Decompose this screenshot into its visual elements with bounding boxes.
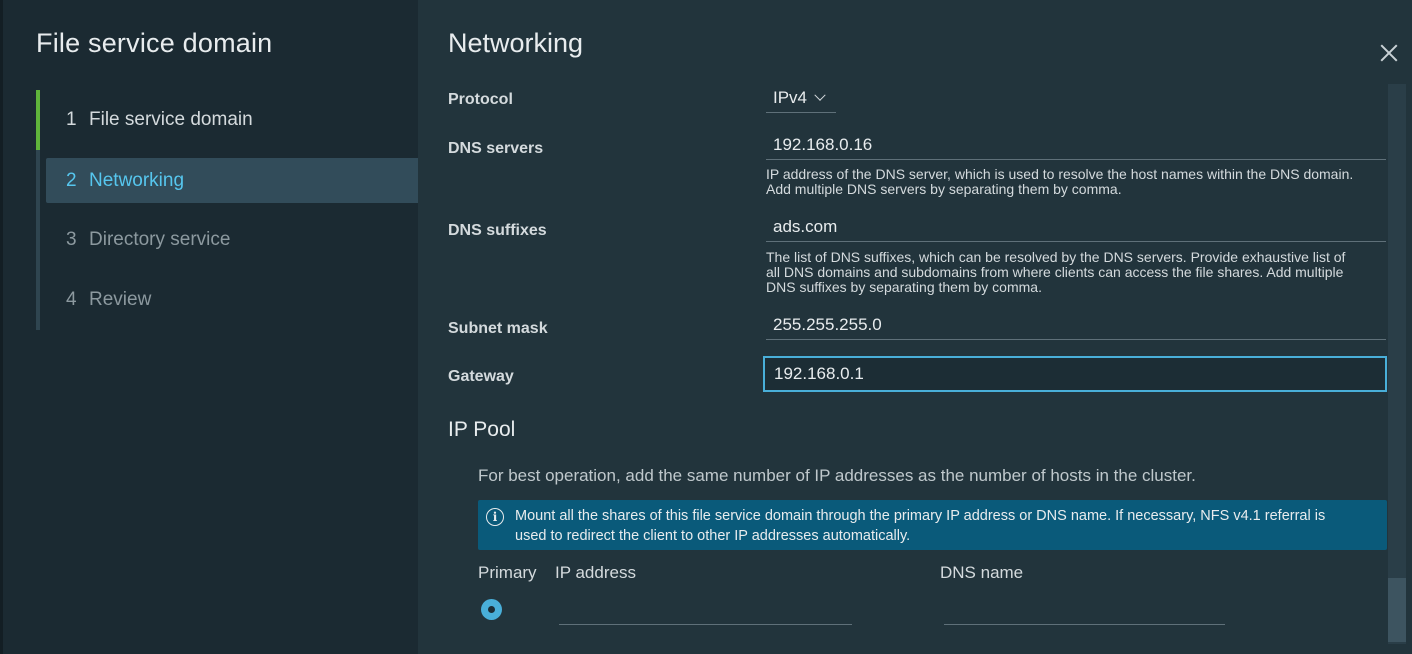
chevron-down-icon xyxy=(814,89,826,101)
ip-pool-title: IP Pool xyxy=(448,418,516,441)
dns-suffixes-helper-line: DNS suffixes by separating them by comma… xyxy=(766,279,1042,295)
column-header-dns-name: DNS name xyxy=(940,563,1024,582)
ip-pool-intro: For best operation, add the same number … xyxy=(478,466,1196,485)
protocol-label: Protocol xyxy=(448,91,513,108)
steps-track xyxy=(36,90,40,330)
sidebar-edge xyxy=(0,0,3,654)
alert-text-line: Mount all the shares of this file servic… xyxy=(515,508,1326,524)
column-header-ip-address: IP address xyxy=(555,563,636,582)
scrollbar-thumb[interactable] xyxy=(1388,578,1406,642)
step-number: 4 xyxy=(66,288,77,310)
subnet-mask-input[interactable] xyxy=(766,310,1386,340)
alert-text: Mount all the shares of this file servic… xyxy=(515,506,1325,546)
step-label: Networking xyxy=(89,169,185,191)
column-header-primary: Primary xyxy=(478,563,537,582)
dns-name-input[interactable] xyxy=(944,596,1225,625)
dns-suffixes-label: DNS suffixes xyxy=(448,222,547,239)
ip-address-input[interactable] xyxy=(559,596,852,625)
protocol-select[interactable]: IPv4 xyxy=(766,84,836,113)
step-networking[interactable]: 2 Networking xyxy=(46,158,418,203)
protocol-value: IPv4 xyxy=(773,88,808,107)
step-number: 3 xyxy=(66,228,77,250)
step-number: 1 xyxy=(66,108,77,130)
wizard-title: File service domain xyxy=(36,28,273,58)
step-label: File service domain xyxy=(89,108,253,130)
gateway-label: Gateway xyxy=(448,368,514,385)
gateway-input[interactable] xyxy=(763,356,1387,392)
step-label: Review xyxy=(89,288,152,310)
page-title: Networking xyxy=(448,28,584,58)
wizard-sidebar: File service domain 1 File service domai… xyxy=(0,0,418,654)
step-label: Directory service xyxy=(89,228,231,250)
dns-servers-input[interactable] xyxy=(766,130,1386,160)
dns-servers-helper-line: Add multiple DNS servers by separating t… xyxy=(766,181,1122,197)
close-icon[interactable] xyxy=(1376,40,1402,66)
dns-suffixes-helper-line: all DNS domains and subdomains from wher… xyxy=(766,264,1344,280)
info-alert: i Mount all the shares of this file serv… xyxy=(478,500,1387,550)
primary-radio[interactable] xyxy=(481,599,502,620)
dns-suffixes-helper: The list of DNS suffixes, which can be r… xyxy=(766,250,1388,295)
dns-suffixes-helper-line: The list of DNS suffixes, which can be r… xyxy=(766,249,1346,265)
info-icon: i xyxy=(486,508,504,526)
dns-suffixes-input[interactable] xyxy=(766,212,1386,242)
dns-servers-label: DNS servers xyxy=(448,140,544,157)
alert-text-line: used to redirect the client to other IP … xyxy=(515,528,911,544)
step-number: 2 xyxy=(66,169,77,191)
dns-servers-helper-line: IP address of the DNS server, which is u… xyxy=(766,166,1354,182)
scrollbar-track[interactable] xyxy=(1388,84,1406,644)
step-file-service-domain[interactable]: 1 File service domain xyxy=(46,97,418,142)
step-directory-service[interactable]: 3 Directory service xyxy=(46,217,418,262)
step-review[interactable]: 4 Review xyxy=(46,277,418,322)
subnet-mask-label: Subnet mask xyxy=(448,320,548,337)
steps-progress-bar xyxy=(36,90,40,150)
dns-servers-helper: IP address of the DNS server, which is u… xyxy=(766,167,1388,197)
